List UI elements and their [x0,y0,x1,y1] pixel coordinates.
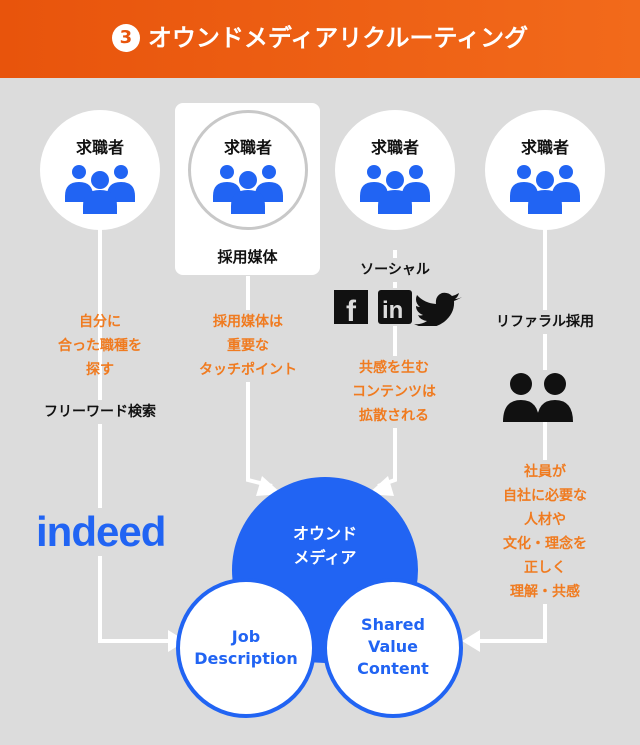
col1-note-line: 合った職種を [58,338,142,354]
job-seeker-circle-1: 求職者 [40,110,160,230]
people-group-icon [65,165,135,214]
shared-value-line: Shared [361,615,425,634]
arrowhead-col3 [368,476,394,496]
media-card-caption: 採用媒体 [217,248,278,266]
owned-media-line: メディア [293,548,357,567]
linkedin-logo-text: in [382,297,403,324]
arrowhead-col2 [256,476,282,496]
indeed-logo-text: indeed [36,508,166,555]
indeed-logo: indeed [32,508,170,556]
linkedin-icon: in [378,290,412,324]
shared-value-circle [323,578,463,718]
col4-note-line: 社員が [524,464,566,480]
referral-heading: リファラル採用 [480,310,610,334]
shared-value-line: Value [367,637,419,656]
social-heading: ソーシャル [340,258,450,282]
shared-value-label: Shared Value Content [333,614,453,680]
two-people-icon [503,370,573,422]
page-title: オウンドメディアリクルーティング [147,24,529,52]
facebook-logo-text: f [346,295,357,326]
owned-media-label: オウンド メディア [265,522,385,570]
job-description-line: Job [231,627,261,646]
job-seeker-label: 求職者 [370,138,419,157]
col2-note-line: 重要な [227,338,269,354]
col2-note: 採用媒体は 重要な タッチポイント [183,310,313,382]
col2-note-line: 採用媒体は [213,314,283,330]
owned-media-line: オウンド [292,524,357,543]
people-group-icon [360,165,430,214]
job-seeker-circle-3: 求職者 [335,110,455,230]
col3-note: 共感を生む コンテンツは 拡散される [333,356,455,428]
col1-note-line: 自分に [79,314,121,330]
people-group-icon [213,165,283,214]
connector-col1 [98,220,170,643]
connector-col4 [478,220,547,643]
twitter-icon [414,292,462,328]
col3-note-line: 拡散される [359,408,429,424]
job-seeker-circle-2: 求職者 [188,110,308,230]
col4-note: 社員が 自社に必要な 人材や 文化・理念を 正しく 理解・共感 [480,460,610,604]
col4-note-line: 理解・共感 [510,584,580,600]
col3-note-line: 共感を生む [359,360,429,376]
job-description-label: Job Description [186,626,306,670]
people-group-icon [510,165,580,214]
job-seeker-circle-4: 求職者 [485,110,605,230]
col2-note-line: タッチポイント [199,362,297,378]
col1-note: 自分に 合った職種を 探す [40,310,160,382]
job-description-line: Description [194,649,298,668]
job-seeker-label: 求職者 [223,138,272,157]
col4-note-line: 自社に必要な [503,488,587,504]
social-logos: f in [334,288,464,328]
free-word-search-label: フリーワード検索 [24,400,176,424]
col4-note-line: 文化・理念を [503,536,587,552]
job-description-circle [176,578,316,718]
arrowhead-col4 [462,630,480,652]
step-number-badge: 3 [111,24,140,52]
col1-note-line: 探す [86,362,114,378]
facebook-icon: f [334,290,368,328]
job-seeker-label: 求職者 [520,138,569,157]
job-seeker-label: 求職者 [75,138,124,157]
col4-note-line: 正しく [524,560,566,576]
shared-value-line: Content [357,659,429,678]
col4-note-line: 人材や [524,512,566,528]
col3-note-line: コンテンツは [352,384,436,400]
